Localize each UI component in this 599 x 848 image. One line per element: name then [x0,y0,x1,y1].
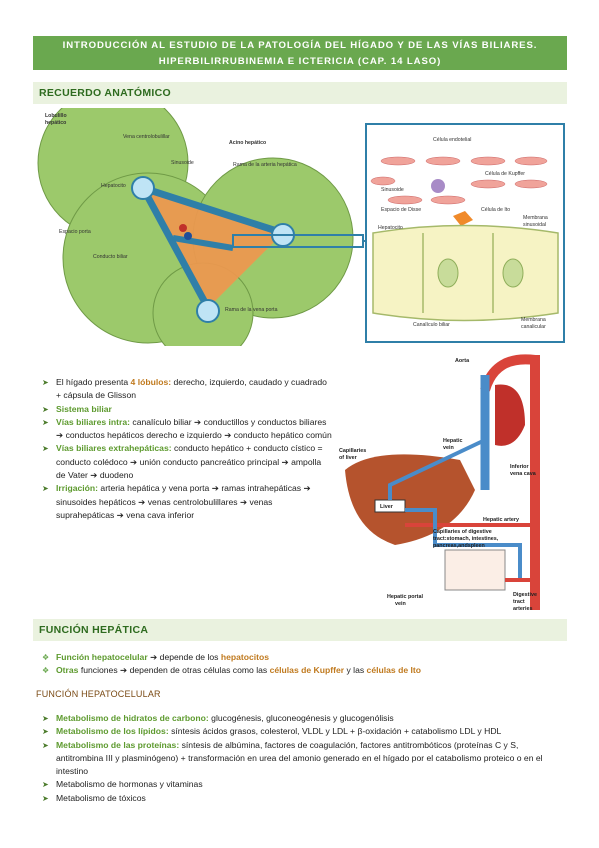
label-sinusoidal: sinusoidal [523,222,546,228]
label-celula-kupffer: Célula de Kupffer [485,171,525,177]
list-item: Metabolismo de hormonas y vitaminas [42,778,566,792]
label-sinusoide-2: Sinusoide [381,187,404,193]
list-item: Metabolismo de tóxicos [42,792,566,806]
list-item: Metabolismo de hidratos de carbono: gluc… [42,712,566,726]
label-hepatico: hepático [45,120,66,126]
label-cap-dig-2: tract:stomach, intestines, [433,536,499,542]
label-membrana-2: Membrana [521,317,546,323]
label-conducto-biliar: Conducto biliar [93,254,128,260]
label-hepatic-vein-2: vein [443,445,454,451]
section-heading-function: FUNCIÓN HEPÁTICA [33,619,567,641]
label-hepatocito-2: Hepatocito [378,225,403,231]
title-line-1: INTRODUCCIÓN AL ESTUDIO DE LA PATOLOGÍA … [62,40,538,51]
label-vena-centrolobulillar: Vena centrolobulillar [123,134,170,140]
label-membrana-1: Membrana [523,215,548,221]
label-capillaries-liver-2: of liver [339,455,358,461]
label-ivc-2: vena cava [510,471,537,477]
section-heading-anatomy: RECUERDO ANATÓMICO [33,82,567,104]
list-item: Metabolismo de las proteínas: síntesis d… [42,739,566,779]
label-rama-arteria: Rama de la arteria hepática [233,162,297,168]
label-capillaries-liver-1: Capillaries [339,448,366,454]
label-ivc-1: Inferior [510,464,529,470]
label-portal-2: vein [395,601,406,607]
label-portal-1: Hepatic portal [387,594,423,600]
label-acino: Acino hepático [229,140,266,146]
label-espacio-disse: Espacio de Disse [381,207,421,213]
hepatocellular-list: Metabolismo de hidratos de carbono: gluc… [42,712,566,805]
list-item: Vías biliares extrahepáticas: conducto h… [42,442,332,482]
label-dig-2: tract [513,599,525,605]
label-dig-3: arteries [513,606,532,612]
label-rama-vena-porta: Rama de la vena porta [225,307,278,313]
label-hepatic-vein-1: Hepatic [443,438,462,444]
label-espacio-porta: Espacio porta [59,229,91,235]
document-title: INTRODUCCIÓN AL ESTUDIO DE LA PATOLOGÍA … [33,36,567,70]
label-cap-dig-1: Capillaries of digestive [433,529,492,535]
list-item: Vías biliares intra: canalículo biliar ➔… [42,416,332,443]
function-list: Función hepatocelular ➔ depende de los h… [42,651,562,678]
label-dig-1: Digestive [513,592,537,598]
label-hepatic-artery: Hepatic artery [483,517,519,523]
anatomy-list: El hígado presenta 4 lóbulos: derecho, i… [42,376,332,522]
label-aorta: Aorta [455,358,470,364]
label-celula-ito: Célula de Ito [481,207,510,213]
list-item: Metabolismo de los lípidos: síntesis áci… [42,725,566,739]
hepatic-circulation-figure: Aorta Hepatic vein Capillaries of liver … [339,354,540,612]
liver-lobule-figure: Lobulillo hepático Vena centrolobulillar… [37,108,565,346]
label-hepatocito: Hepatocito [101,183,126,189]
label-liver: Liver [380,504,394,510]
label-canalicular: canalicular [521,324,546,330]
list-item: Otras funciones ➔ dependen de otras célu… [42,664,562,678]
label-lobulillo: Lobulillo [45,113,67,119]
label-sinusoide: Sinusoide [171,160,194,166]
label-canaliculo: Canalículo biliar [413,322,450,328]
label-celula-endotelial: Célula endotelial [433,137,471,143]
list-item: Función hepatocelular ➔ depende de los h… [42,651,562,665]
list-item: El hígado presenta 4 lóbulos: derecho, i… [42,376,332,403]
list-item: Irrigación: arteria hepática y vena port… [42,482,332,522]
label-cap-dig-3: pancreas,andspleen [433,543,485,549]
title-line-2: HIPERBILIRRUBINEMIA E ICTERICIA (CAP. 14… [158,56,442,67]
list-item: Sistema biliar [42,403,332,417]
subheading-hepatocellular: FUNCIÓN HEPATOCELULAR [36,689,161,699]
